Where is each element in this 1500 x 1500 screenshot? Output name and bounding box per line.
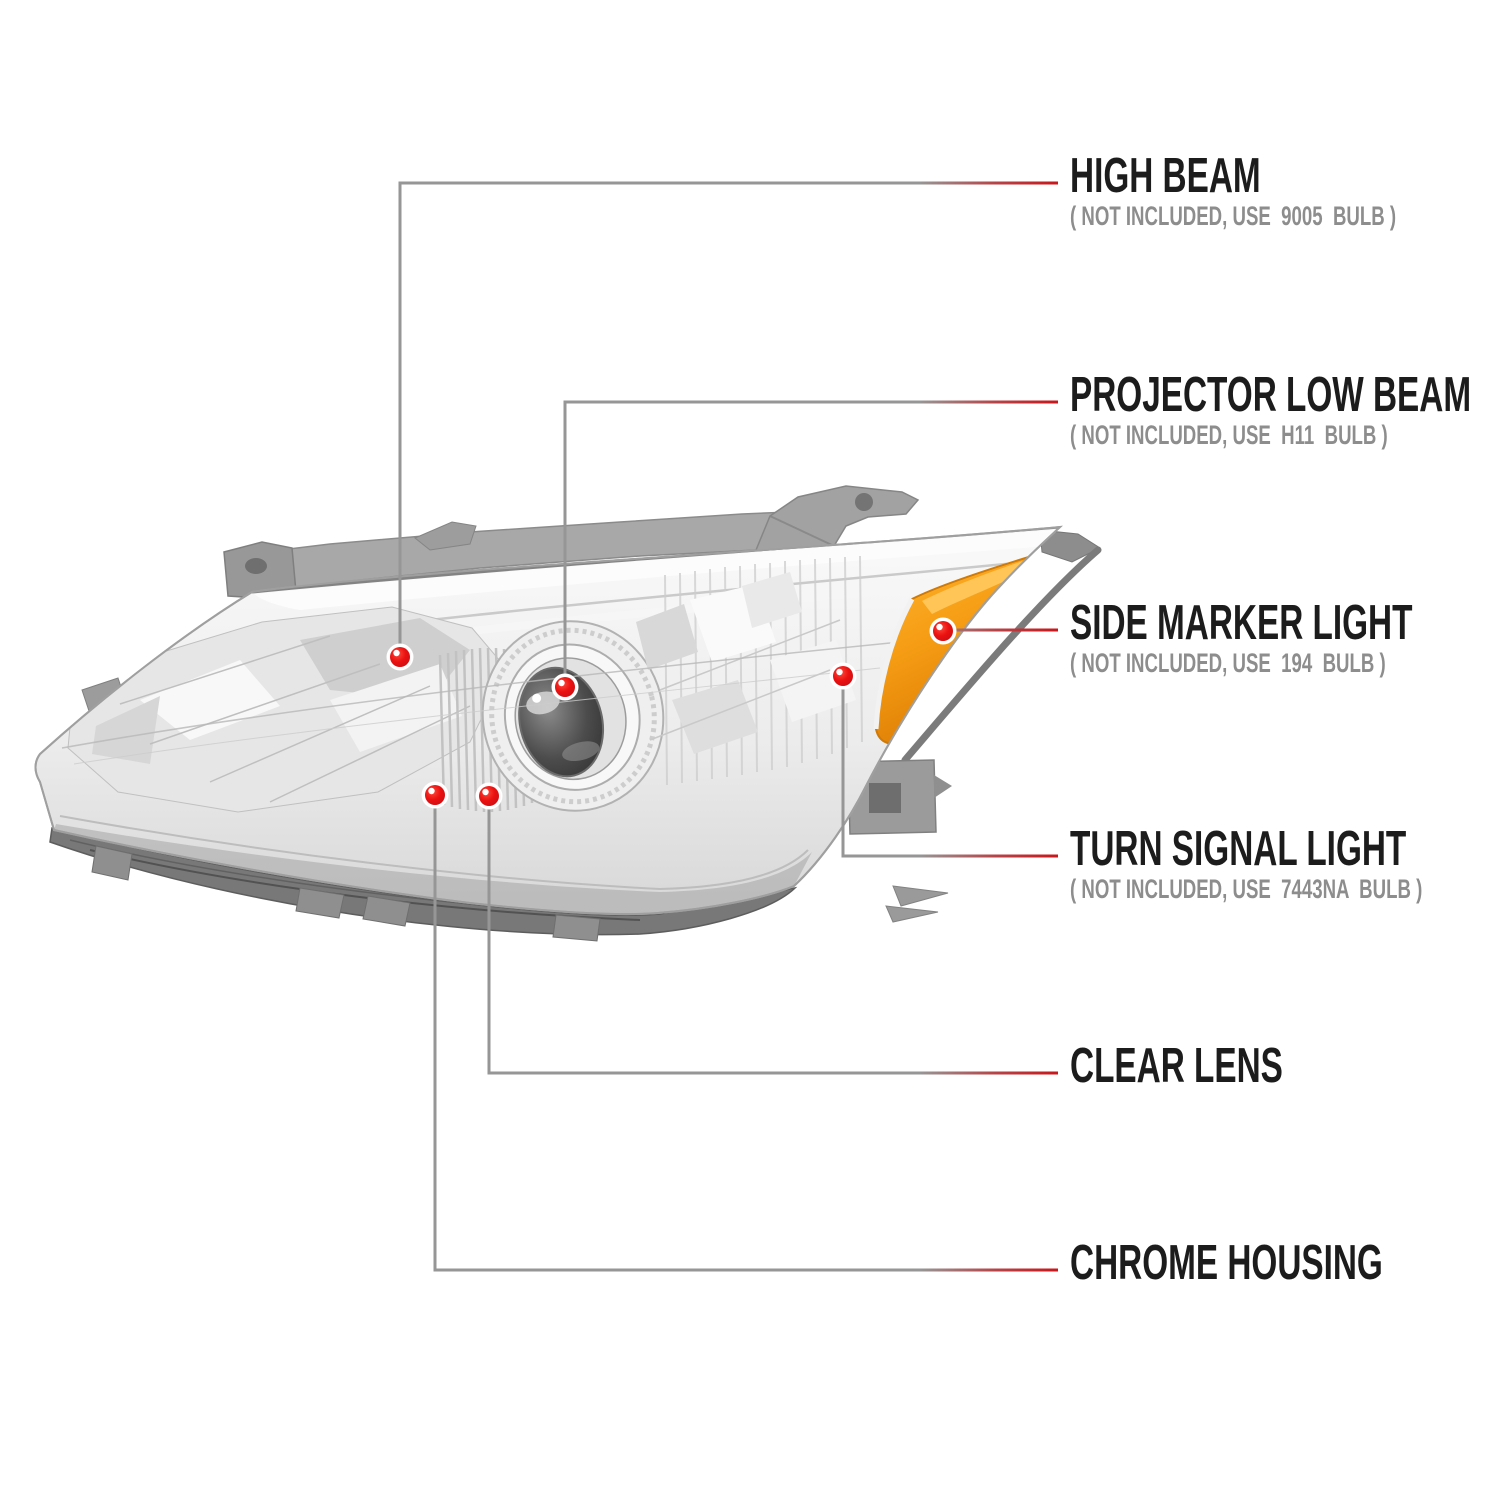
right-bracket-fin — [934, 775, 952, 798]
callout-title: HIGH BEAM — [1070, 149, 1261, 203]
callout-title: CHROME HOUSING — [1070, 1236, 1383, 1290]
callout-projector-low-beam: PROJECTOR LOW BEAM ( NOT INCLUDED, USE H… — [1070, 368, 1500, 451]
bottom-tab-1 — [91, 845, 133, 881]
dot-high-beam — [386, 643, 414, 671]
lens-bottom-inner-edge — [59, 815, 809, 891]
lens-top-band — [254, 530, 1056, 610]
housing-right-tip — [1039, 529, 1102, 563]
callout-subtitle: ( NOT INCLUDED, USE H11 BULB ) — [1070, 420, 1388, 450]
projector-assembly — [481, 620, 665, 812]
callout-title: SIDE MARKER LIGHT — [1070, 596, 1413, 650]
callout-subtitle: ( NOT INCLUDED, USE 7443NA BULB ) — [1070, 874, 1423, 904]
callout-side-marker-light: SIDE MARKER LIGHT ( NOT INCLUDED, USE 19… — [1070, 596, 1500, 679]
bottom-tab-2 — [295, 887, 345, 919]
bracket-arm-hole — [855, 493, 873, 511]
callout-subtitle: ( NOT INCLUDED, USE 9005 BULB ) — [1070, 201, 1397, 231]
callout-title: TURN SIGNAL LIGHT — [1070, 822, 1407, 876]
bottom-tab-3 — [362, 895, 411, 927]
lens-bottom-shadow — [54, 824, 812, 914]
callout-title: PROJECTOR LOW BEAM — [1070, 368, 1472, 422]
bottom-fin-1 — [892, 885, 949, 907]
callout-chrome-housing: CHROME HOUSING — [1070, 1239, 1500, 1288]
bracket-arm-ridge — [769, 515, 835, 547]
leader-lines — [398, 181, 1058, 1272]
leader-chrome-housing — [433, 795, 1058, 1272]
right-bracket-hole — [869, 783, 901, 813]
lens-streak-1 — [61, 641, 901, 749]
dot-projector-low-beam — [551, 673, 579, 701]
callout-clear-lens: CLEAR LENS — [1070, 1042, 1383, 1091]
callout-dots — [386, 617, 957, 810]
tab-hole — [245, 558, 267, 574]
bottom-tab-4 — [552, 914, 601, 942]
dot-side-marker — [929, 617, 957, 645]
dot-turn-signal — [829, 662, 857, 690]
leader-red-ends — [920, 181, 1058, 1272]
lens-outline — [34, 525, 1063, 916]
leader-projector-low-beam — [563, 400, 1058, 687]
turn-signal-lens-area — [636, 555, 863, 786]
callout-turn-signal-light: TURN SIGNAL LIGHT ( NOT INCLUDED, USE 74… — [1070, 822, 1500, 905]
housing-bottom-strip — [49, 827, 798, 936]
callout-high-beam: HIGH BEAM ( NOT INCLUDED, USE 9005 BULB … — [1070, 149, 1500, 232]
leader-clear-lens — [487, 796, 1058, 1075]
housing-right-outer-trim — [901, 546, 1102, 764]
dot-chrome-housing — [421, 781, 449, 809]
lens-streak-2 — [73, 667, 881, 765]
housing-mid-fin — [414, 521, 477, 551]
bottom-fin-2 — [885, 905, 939, 923]
callout-subtitle: ( NOT INCLUDED, USE 194 BULB ) — [1070, 648, 1386, 678]
dot-clear-lens — [475, 782, 503, 810]
callout-title: CLEAR LENS — [1070, 1039, 1283, 1093]
leader-high-beam — [398, 181, 1058, 657]
